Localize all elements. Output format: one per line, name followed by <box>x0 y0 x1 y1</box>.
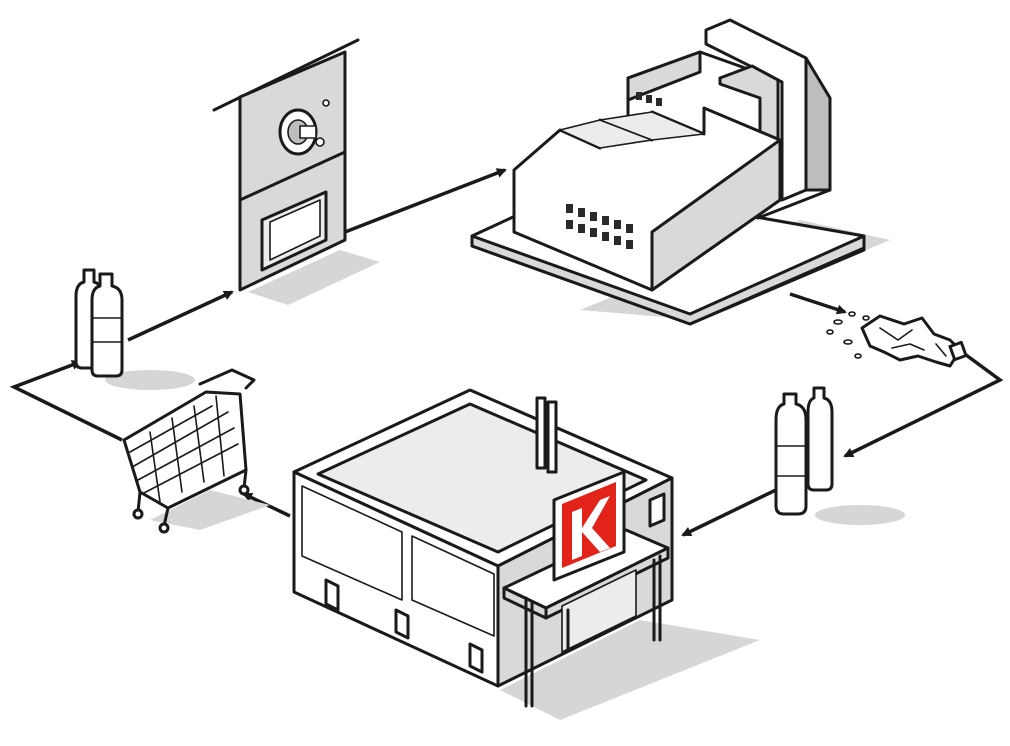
arrow-factory-to-shredded <box>789 292 847 315</box>
shredded-plastic <box>826 311 968 368</box>
recycling-factory <box>470 18 866 326</box>
bottle-icon <box>90 272 124 378</box>
supermarket <box>292 388 674 708</box>
factory-windows <box>566 204 633 249</box>
bottle-icon <box>806 386 834 492</box>
arrow-cart-to-bottles <box>9 360 123 442</box>
bottle-return-machine <box>212 38 360 292</box>
shopping-cart <box>122 368 256 534</box>
bottle-insert-port-icon <box>278 99 330 156</box>
customer-bottles <box>74 268 124 378</box>
roof-vent-pipes <box>535 396 558 474</box>
plastic-flakes <box>826 311 870 359</box>
arrow-machine-to-factory <box>344 168 507 234</box>
bottle-icon <box>774 392 808 516</box>
crushed-bottle-icon <box>860 314 968 368</box>
new-bottles <box>774 386 834 516</box>
store-logo-sign-icon <box>552 470 626 582</box>
arrow-bottles-to-store <box>681 486 781 537</box>
arrow-shredded-to-bottles <box>843 350 1004 458</box>
arrow-bottles-to-machine <box>127 290 234 342</box>
factory-back-windows <box>636 92 662 106</box>
